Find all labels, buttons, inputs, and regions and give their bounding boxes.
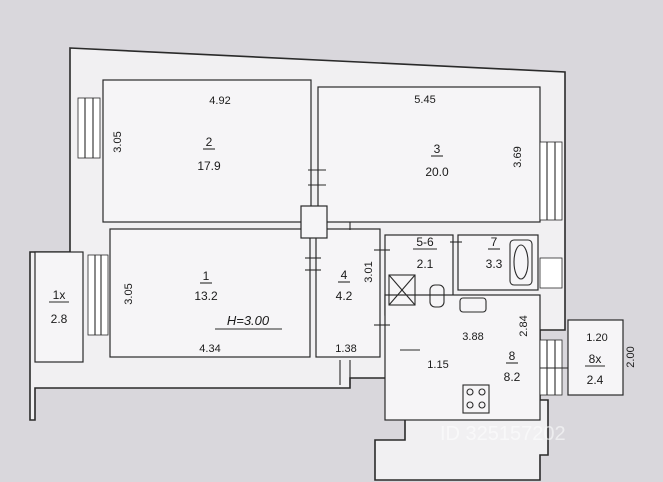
dimension-room3-width: 5.45 [414,94,435,106]
dimension-room4-width: 1.38 [335,343,356,355]
room-area-4: 4.2 [336,289,353,303]
room-number-3: 3 [434,142,441,156]
dimension-room2-width: 4.92 [209,95,230,107]
dimension-room2-depth: 3.05 [112,131,124,152]
room-number-7: 7 [491,235,498,249]
room-area-3: 20.0 [425,165,449,179]
room-number-4: 4 [341,268,348,282]
room-number-8: 8 [509,349,516,363]
bathtub [509,239,533,286]
room-7 [457,234,539,291]
room-area-7: 3.3 [486,257,503,271]
window [77,97,101,159]
room-2 [102,79,312,223]
room-number-1x: 1x [53,288,66,302]
room-1x [34,251,84,363]
dimension-room3-depth: 3.69 [512,146,524,167]
toilet [429,284,445,308]
room-area-1x: 2.8 [51,312,68,326]
room-4 [315,228,381,358]
column [300,205,328,239]
room-8x [567,319,624,396]
room-number-1: 1 [203,269,210,283]
room-1 [109,228,311,358]
room-area-8: 8.2 [504,370,521,384]
shower-tray [388,274,416,306]
window [87,254,109,336]
sink [459,297,487,313]
window [539,257,563,289]
room-number-2: 2 [206,135,213,149]
dimension-kitchen-width: 3.88 [462,331,483,343]
ceiling-height-label: H=3.00 [227,313,270,328]
room-3 [317,86,541,223]
room-area-2: 17.9 [197,159,221,173]
stove [462,384,490,414]
room-area-1: 13.2 [194,289,218,303]
room-number-8x: 8x [589,352,602,366]
room-area-5-6: 2.1 [417,257,434,271]
dimension-room1-width: 4.34 [199,343,220,355]
window [539,141,563,221]
dimension-room1-depth: 3.05 [123,283,135,304]
watermark-text: ID 325157202 [440,423,566,445]
room-area-8x: 2.4 [587,373,604,387]
dimension-kitchen-depth: 2.84 [518,315,530,336]
dimension-balcony-depth: 2.00 [625,346,637,367]
dimension-kitchen-small: 1.15 [427,359,448,371]
room-number-5-6: 5-6 [416,235,434,249]
dimension-balcony-width: 1.20 [586,332,607,344]
dimension-room4-depth: 3.01 [363,261,375,282]
